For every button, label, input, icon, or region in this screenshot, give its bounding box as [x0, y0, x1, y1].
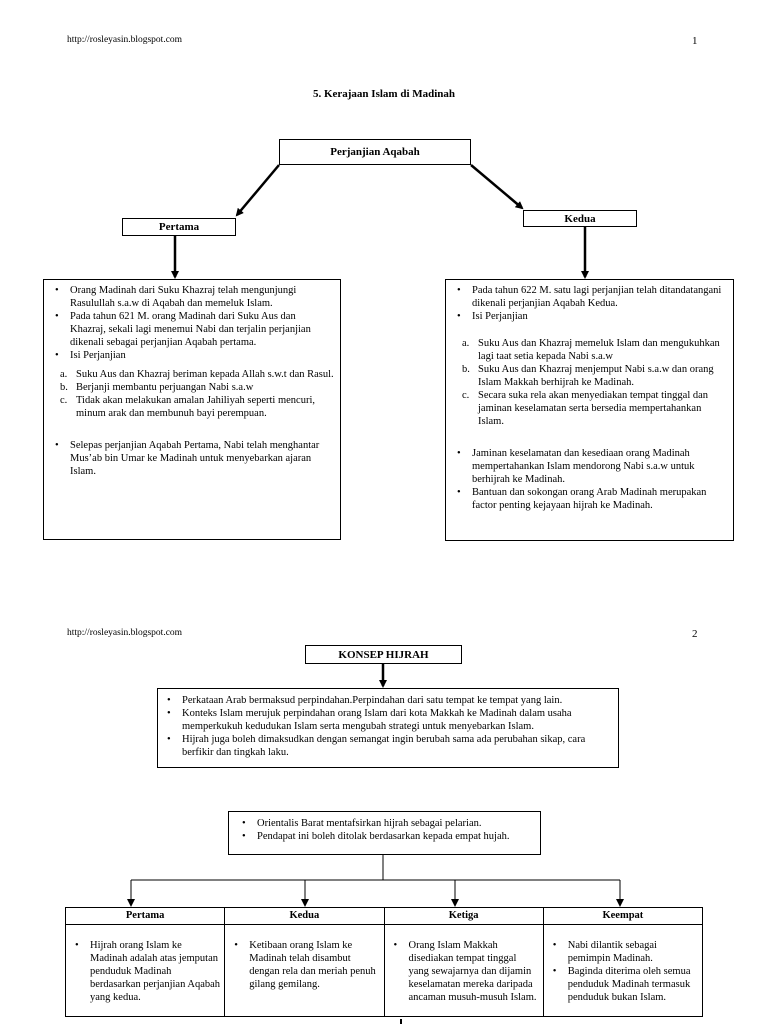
perjanjian-aqabah-box: Perjanjian Aqabah: [279, 139, 471, 165]
pertama-label: Pertama: [122, 218, 236, 236]
list-item: Bantuan dan sokongan orang Arab Madinah …: [457, 486, 727, 512]
list-item: a.Suku Aus dan Khazraj beriman kepada Al…: [60, 369, 334, 380]
list-item: Hijrah orang Islam ke Madinah adalah ata…: [75, 939, 220, 1004]
page2-url: http://rosleyasin.blogspot.com: [67, 628, 183, 638]
hujah-column-kedua: Kedua Ketibaan orang Islam ke Madinah te…: [225, 908, 385, 1016]
page1-number: 1: [692, 35, 698, 47]
column-header: Keempat: [543, 908, 702, 925]
orientalis-box: Orientalis Barat mentafsirkan hijrah seb…: [228, 811, 541, 855]
hujah-column-keempat: Keempat Nabi dilantik sebagai pemimpin M…: [543, 908, 702, 1016]
list-item: Perkataan Arab bermaksud perpindahan.Per…: [167, 694, 612, 707]
list-item: Selepas perjanjian Aqabah Pertama, Nabi …: [55, 439, 334, 478]
aqabah-kedua-box: Pada tahun 622 M. satu lagi perjanjian t…: [445, 279, 734, 541]
aqabah-pertama-box: Orang Madinah dari Suku Khazraj telah me…: [43, 279, 341, 540]
column-header: Kedua: [225, 908, 384, 925]
list-item: Orientalis Barat mentafsirkan hijrah seb…: [242, 817, 534, 830]
list-item: Konteks Islam merujuk perpindahan orang …: [167, 707, 612, 733]
list-item: Orang Madinah dari Suku Khazraj telah me…: [55, 284, 334, 310]
list-item: Nabi dilantik sebagai pemimpin Madinah.: [553, 939, 698, 965]
list-item: Orang Islam Makkah disediakan tempat tin…: [393, 939, 539, 1004]
hijrah-definition-box: Perkataan Arab bermaksud perpindahan.Per…: [157, 688, 619, 768]
list-item: a.Suku Aus dan Khazraj memeluk Islam dan…: [462, 338, 720, 362]
page1-title: 5. Kerajaan Islam di Madinah: [312, 88, 456, 100]
list-item: Jaminan keselamatan dan kesediaan orang …: [457, 447, 727, 486]
list-item: Isi Perjanjian: [55, 349, 334, 362]
list-item: Isi Perjanjian: [457, 310, 727, 323]
konsep-hijrah-box: KONSEP HIJRAH: [305, 645, 462, 664]
column-header: Pertama: [66, 908, 225, 925]
list-item: Pada tahun 621 M. orang Madinah dari Suk…: [55, 310, 334, 349]
hujah-column-ketiga: Ketiga Orang Islam Makkah disediakan tem…: [384, 908, 544, 1016]
kedua-label: Kedua: [523, 210, 637, 227]
list-item: c.Tidak akan melakukan amalan Jahiliyah …: [60, 395, 315, 419]
page1-url: http://rosleyasin.blogspot.com: [67, 35, 183, 45]
page2-number: 2: [692, 628, 698, 640]
list-item: Ketibaan orang Islam ke Madinah telah di…: [234, 939, 379, 991]
list-item: b.Suku Aus dan Khazraj menjemput Nabi s.…: [462, 364, 714, 388]
list-item: c.Secara suka rela akan menyediakan temp…: [462, 390, 709, 427]
hujah-table: Pertama Hijrah orang Islam ke Madinah ad…: [65, 907, 703, 1017]
list-item: Pada tahun 622 M. satu lagi perjanjian t…: [457, 284, 727, 310]
column-header: Ketiga: [384, 908, 543, 925]
hujah-column-pertama: Pertama Hijrah orang Islam ke Madinah ad…: [66, 908, 226, 1016]
list-item: b.Berjanji membantu perjuangan Nabi s.a.…: [60, 382, 254, 393]
list-item: Pendapat ini boleh ditolak berdasarkan k…: [242, 830, 534, 843]
list-item: Hijrah juga boleh dimaksudkan dengan sem…: [167, 733, 612, 759]
list-item: Baginda diterima oleh semua penduduk Mad…: [553, 965, 698, 1004]
